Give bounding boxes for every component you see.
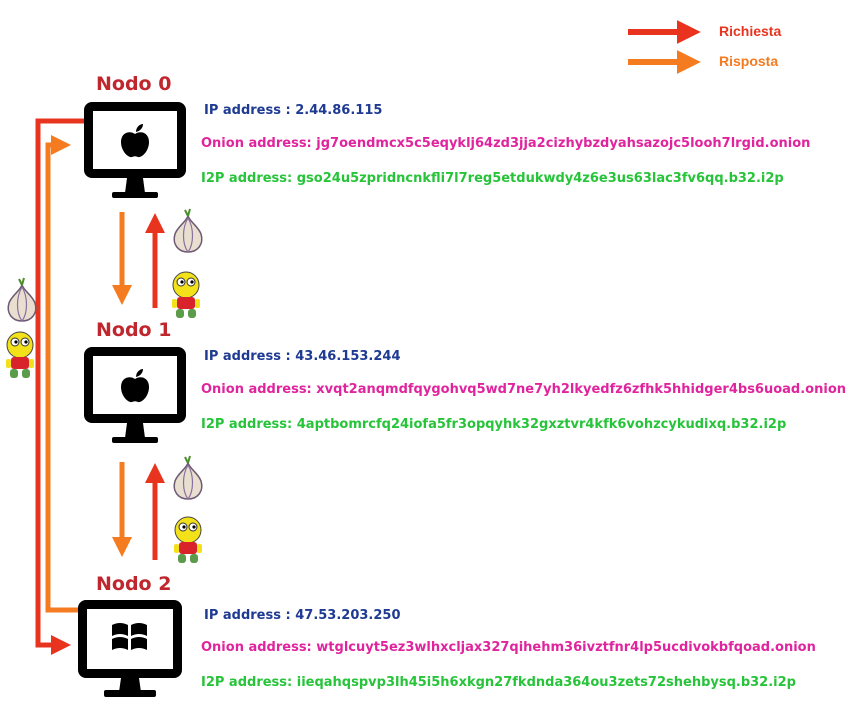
node-0-title: Nodo 0 (96, 73, 172, 95)
node-2-onion-address: Onion address: wtglcuyt5ez3wlhxcljax327q… (201, 640, 816, 655)
node-0-onion-address: Onion address: jg7oendmcx5c5eqyklj64zd3j… (201, 136, 811, 151)
node-2-i2p-address: I2P address: iieqahqspvp3lh45i5h6xkgn27f… (201, 675, 796, 690)
legend-request-label: Richiesta (719, 23, 782, 39)
response-path-left (45, 135, 84, 613)
node-1-ip-address: IP address : 43.46.153.244 (204, 349, 401, 364)
node-1-onion-address: Onion address: xvqt2anqmdfqygohvq5wd7ne7… (201, 382, 847, 397)
node-1-title: Nodo 1 (96, 319, 172, 341)
node-2-ip-address: IP address : 47.53.203.250 (204, 608, 401, 623)
node-0-i2p-address: I2P address: gso24u5zpridncnkfli7l7reg5e… (201, 171, 784, 186)
onion-icon (7, 277, 37, 322)
node-1-apple-icon (121, 369, 149, 403)
i2p-mascot-icon (172, 271, 200, 318)
onion-icon (173, 455, 203, 500)
node-2-monitor (78, 600, 182, 697)
i2p-mascot-icon (6, 331, 34, 378)
onion-icon (173, 208, 203, 253)
legend-response-label: Risposta (719, 53, 779, 69)
request-path-left (35, 118, 84, 655)
node-2-windows-icon (112, 623, 147, 650)
node-0-ip-address: IP address : 2.44.86.115 (204, 103, 383, 118)
node-2-title: Nodo 2 (96, 573, 172, 595)
node-0-apple-icon (121, 124, 149, 158)
i2p-mascot-icon (174, 516, 202, 563)
node-1-i2p-address: I2P address: 4aptbomrcfq24iofa5fr3opqyhk… (201, 417, 787, 432)
